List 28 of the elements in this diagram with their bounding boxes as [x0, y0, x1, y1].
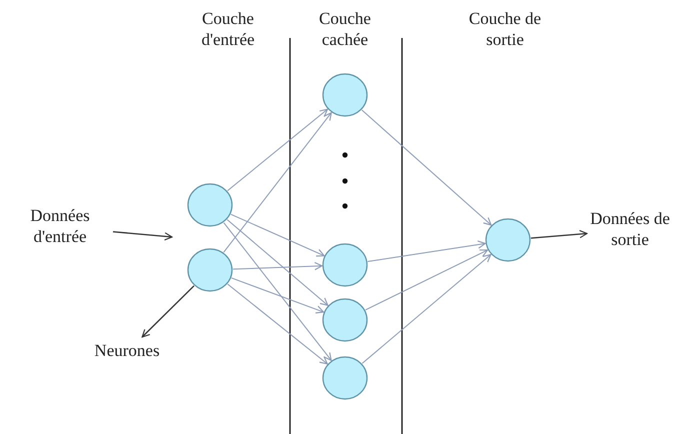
neuron-circle: [322, 356, 368, 400]
arrow: [230, 214, 325, 257]
arrow: [142, 285, 194, 338]
neuron-circle: [187, 183, 233, 227]
arrow: [361, 109, 492, 226]
node-label: Données d'entrée: [10, 205, 110, 247]
node-label: Neurones: [78, 340, 176, 361]
arrow: [367, 240, 486, 262]
neuron-circle: [322, 73, 368, 117]
neuron-circle: [322, 243, 368, 287]
arrow: [226, 219, 328, 306]
arrow: [230, 277, 324, 314]
arrow: [227, 284, 328, 364]
arrow: [232, 262, 323, 270]
layer-heading: Couche de sortie: [468, 8, 542, 50]
neuron-circle: [187, 248, 233, 292]
layer-heading: Couche d'entrée: [200, 8, 256, 50]
arrow: [364, 249, 488, 310]
arrow: [362, 254, 492, 364]
neuron-circle: [485, 218, 531, 262]
arrow: [223, 222, 332, 361]
arrow: [112, 231, 173, 240]
arrow: [227, 108, 328, 192]
arrow: [530, 230, 588, 239]
arrow: [223, 112, 332, 253]
neuron-circle: [322, 298, 368, 342]
node-label: Données de sortie: [590, 208, 670, 250]
layer-heading: Couche cachée: [318, 8, 372, 50]
